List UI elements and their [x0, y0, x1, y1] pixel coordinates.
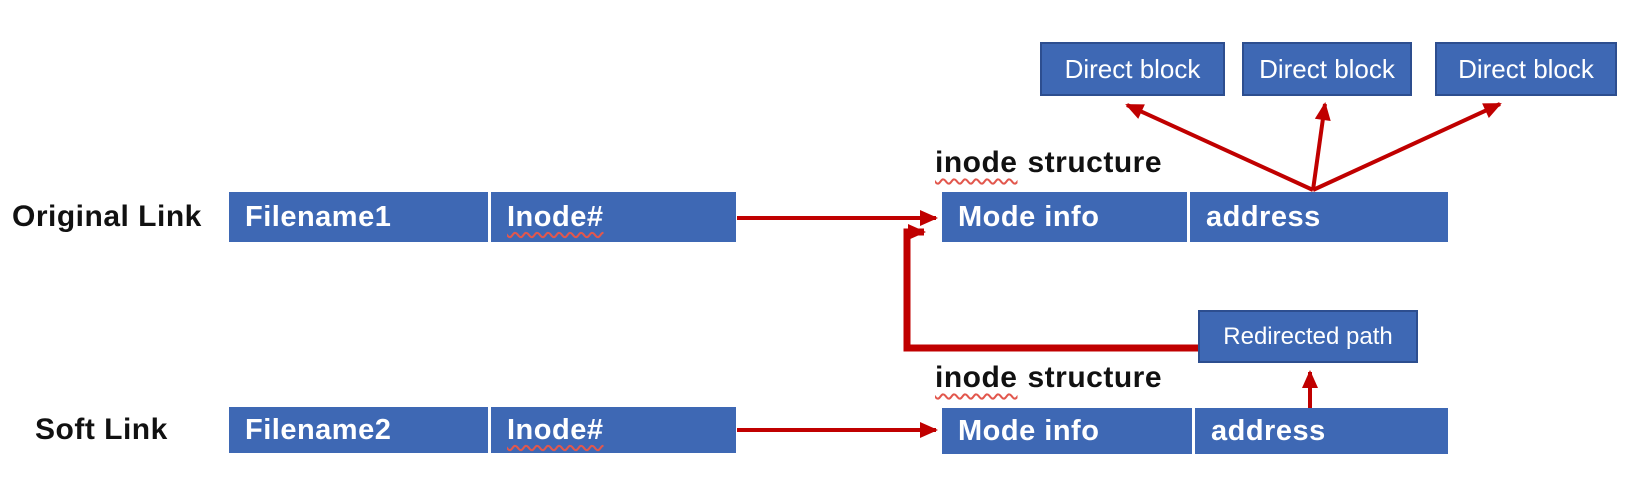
inode-word: inode [935, 361, 1018, 394]
inode-number-text: Inode# [507, 200, 604, 233]
original-link-label: Original Link [12, 200, 202, 233]
structure-word: structure [1027, 146, 1163, 179]
inode-structure-title-top: inode structure [935, 141, 1162, 185]
filename1-cell: Filename1 [229, 192, 488, 242]
direct-block-1: Direct block [1040, 42, 1225, 96]
soft-link-label: Soft Link [35, 413, 168, 446]
arrow-redirect-loop [903, 224, 1198, 352]
filename2-cell: Filename2 [229, 407, 488, 453]
mode-info-cell: Mode info [942, 408, 1192, 454]
soft-entry-bar: Filename2 Inode# [229, 407, 736, 453]
address-cell: address [1195, 408, 1448, 454]
original-entry-bar: Filename1 Inode# [229, 192, 736, 242]
inode-bottom-bar: Mode info address [942, 408, 1448, 454]
address-cell: address [1190, 192, 1448, 242]
inode-word: inode [935, 146, 1018, 179]
mode-info-cell: Mode info [942, 192, 1187, 242]
inode-structure-title-bottom: inode structure [935, 355, 1162, 401]
arrow-address-to-block2 [1311, 102, 1331, 191]
inode-number-cell: Inode# [491, 407, 736, 453]
redirected-path-box: Redirected path [1198, 310, 1418, 363]
inode-top-bar: Mode info address [942, 192, 1448, 242]
direct-block-3: Direct block [1435, 42, 1617, 96]
direct-block-2: Direct block [1242, 42, 1412, 96]
inode-number-text: Inode# [507, 413, 604, 446]
arrow-address-to-block3 [1312, 102, 1502, 192]
inode-number-cell: Inode# [491, 192, 736, 242]
structure-word: structure [1027, 361, 1163, 394]
